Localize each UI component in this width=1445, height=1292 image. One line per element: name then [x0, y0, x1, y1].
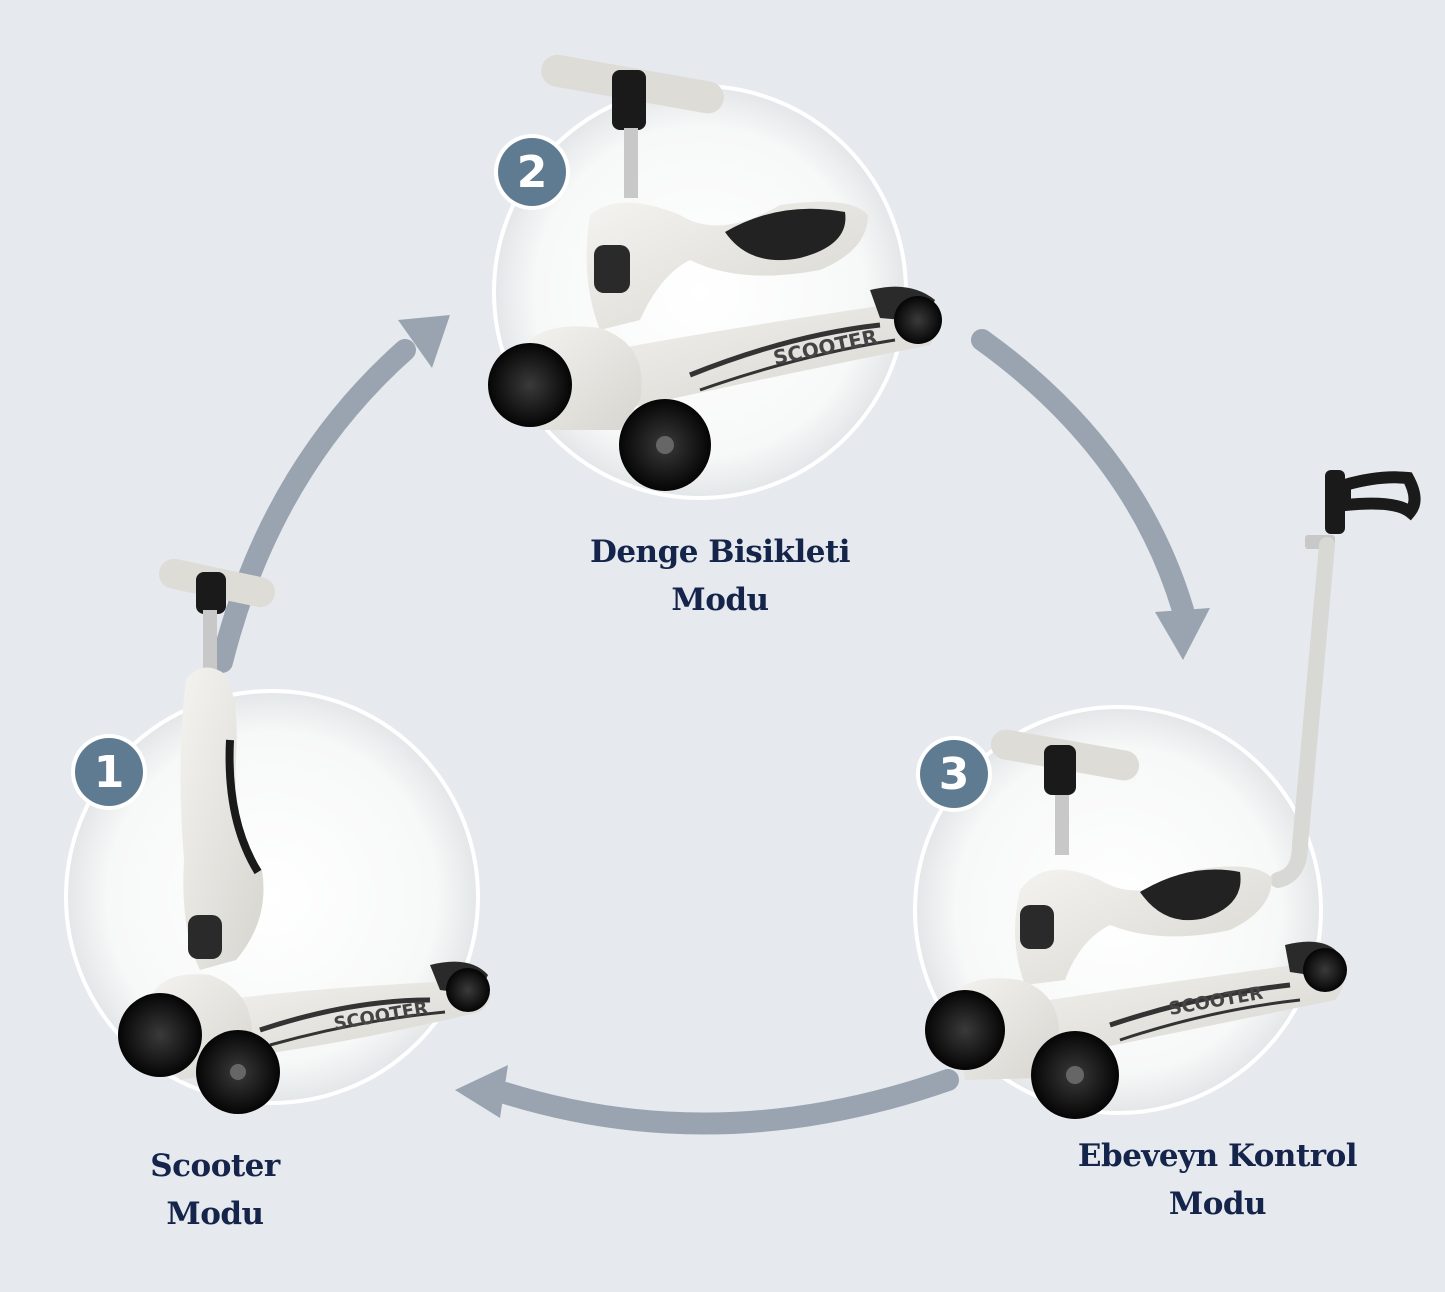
- mode-2-title-line2: Modu: [671, 582, 769, 618]
- mode-3-caption: Ebeveyn Kontrol Modu: [1060, 1132, 1375, 1228]
- mode-3-title-line2: Modu: [1168, 1186, 1267, 1222]
- arrow-1-to-2: [211, 315, 450, 673]
- mode-1-number-badge: 1: [75, 738, 143, 806]
- mode-2-number-badge: 2: [498, 138, 566, 206]
- mode-3-title-line1: Ebeveyn Kontrol: [1077, 1138, 1358, 1174]
- mode-2-title-line1: Denge Bisikleti: [589, 534, 851, 570]
- scooter-mode-illustration: SCOOTER: [118, 558, 490, 1114]
- arrow-3-to-1: [455, 1065, 959, 1135]
- balance-bike-mode-illustration: SCOOTER: [488, 54, 942, 491]
- arrow-2-to-3: [971, 329, 1210, 660]
- mode-1-title-line2: Modu: [166, 1196, 264, 1232]
- mode-1-title-line1: Scooter: [150, 1148, 280, 1184]
- parent-control-mode-illustration: SCOOTER: [925, 470, 1421, 1119]
- mode-1-caption: Scooter Modu: [105, 1142, 325, 1238]
- mode-3-number-badge: 3: [920, 740, 988, 808]
- mode-2-caption: Denge Bisikleti Modu: [560, 528, 880, 624]
